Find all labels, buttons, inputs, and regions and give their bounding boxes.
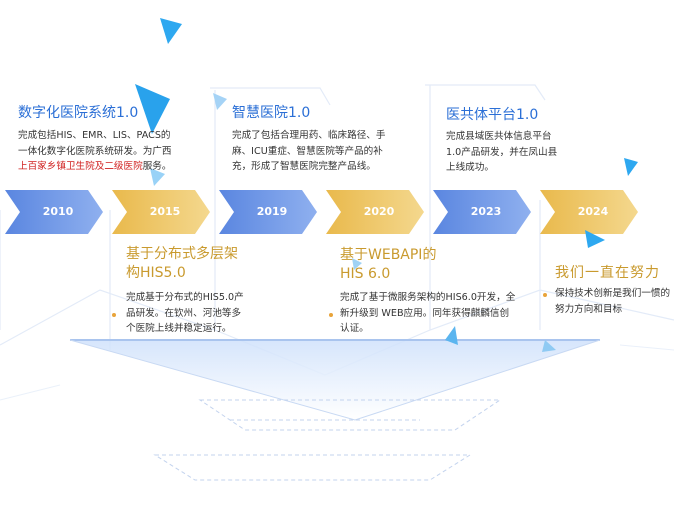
milestone-title: 医共体平台1.0 [446,107,539,123]
bullet-dot [543,293,547,297]
milestone-title: 数字化医院系统1.0 [18,105,139,121]
milestone-2010: 数字化医院系统1.0 完成包括HIS、EMR、LIS、PACS的 一体化数字化医… [18,104,172,175]
milestone-desc: 完成包括HIS、EMR、LIS、PACS的 一体化数字化医院系统研发。为广西 上… [18,130,172,172]
milestone-2015: 基于分布式多层架 构HIS5.0 完成基于分布式的HIS5.0产 品研发。在钦州… [126,245,244,337]
milestone-title: 智慧医院1.0 [232,105,311,121]
milestone-desc: 完成基于分布式的HIS5.0产 品研发。在钦州、河池等多 个医院上线并稳定运行。 [126,292,244,334]
highlight-text: 上百家乡镇卫生院及二级医院 [18,161,143,172]
milestone-title: 我们一直在努力 [555,265,660,281]
bullet-dot [329,313,333,317]
year-label-2023: 2023 [470,205,502,218]
milestone-2019: 智慧医院1.0 完成了包括合理用药、临床路径、手 麻、ICU重症、智慧医院等产品… [232,104,386,175]
year-label-2020: 2020 [363,205,395,218]
milestone-desc: 完成了包括合理用药、临床路径、手 麻、ICU重症、智慧医院等产品的补 充，形成了… [232,130,386,172]
milestone-desc: 完成县域医共体信息平台 1.0产品研发，并在凤山县 上线成功。 [446,131,558,173]
milestone-title: 基于WEBAPI的 HIS 6.0 [340,247,437,282]
milestone-2023: 医共体平台1.0 完成县域医共体信息平台 1.0产品研发，并在凤山县 上线成功。 [446,106,557,176]
year-label-2024: 2024 [577,205,609,218]
year-label-2019: 2019 [256,205,288,218]
year-label-2015: 2015 [149,205,181,218]
year-label-2010: 2010 [42,205,74,218]
milestone-desc: 保持技术创新是我们一惯的 努力方向和目标 [555,288,671,315]
timeline-arrows [5,190,638,234]
base-platform [70,340,600,420]
milestone-2024: 我们一直在努力 保持技术创新是我们一惯的 努力方向和目标 [555,264,670,317]
floating-triangles [135,18,638,352]
bullet-dot [112,313,116,317]
milestone-2020: 基于WEBAPI的 HIS 6.0 完成了基于微服务架构的HIS6.0开发，全 … [340,246,515,337]
milestone-desc: 完成了基于微服务架构的HIS6.0开发，全 新升级到 WEB应用。同年获得麒麟信… [340,292,516,334]
milestone-title: 基于分布式多层架 构HIS5.0 [126,246,238,281]
